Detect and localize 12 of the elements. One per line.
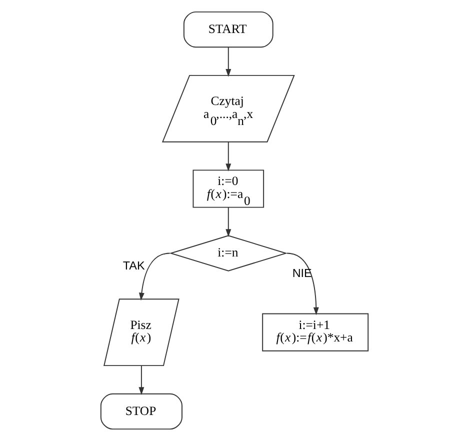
node-box: START (182, 11, 273, 48)
edge-label: TAK (122, 259, 144, 272)
arrow (225, 141, 231, 172)
edge-label: NIE (292, 267, 312, 280)
arrow (225, 207, 231, 238)
node-box: STOP (100, 393, 182, 430)
arrow (286, 252, 318, 316)
node-diamond: i:=n (168, 235, 288, 272)
arrow (138, 252, 170, 301)
arrow (138, 365, 144, 395)
arrow (225, 46, 231, 77)
node-box: i:=i+1 f(x):=f(x)*x+a (262, 313, 368, 352)
